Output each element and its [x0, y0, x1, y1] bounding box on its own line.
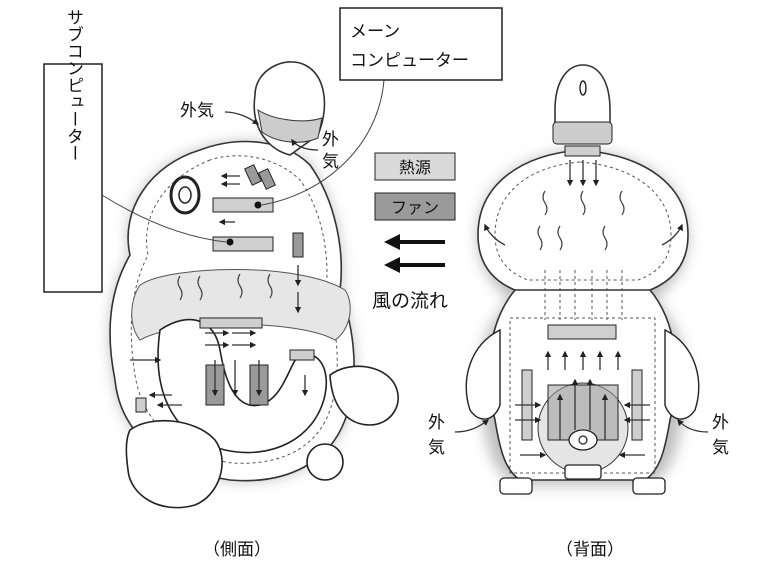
- side-outside-air-label: 外気: [180, 101, 214, 121]
- side-fan-top-1: [244, 164, 262, 186]
- back-view-caption: （背面）: [556, 540, 624, 560]
- side-foot: [125, 419, 223, 509]
- main-computer-label-2: コンピューター: [350, 51, 469, 71]
- side-neck-band: [257, 108, 323, 143]
- side-fan-top-2: [258, 168, 276, 190]
- side-view-robot: [109, 61, 399, 509]
- back-outside-air-left-1: 外: [428, 413, 445, 433]
- legend-heat-swatch: [374, 152, 456, 181]
- side-heat-right: [289, 349, 315, 361]
- side-heat-mid: [199, 317, 263, 329]
- legend-fan-label: ファン: [391, 198, 439, 217]
- side-sub-computer-heat: [212, 236, 274, 252]
- main-computer-leader-line: [261, 79, 385, 206]
- back-right-arm: [664, 328, 700, 420]
- sub-computer-leader-line: [101, 194, 227, 243]
- main-computer-callout-box: [339, 7, 503, 81]
- side-outside-air-label-2a: 外: [322, 130, 339, 150]
- back-neck-band: [552, 121, 613, 145]
- side-hand: [329, 365, 399, 426]
- back-outside-air-left-2: 気: [428, 438, 445, 458]
- side-wheel: [306, 443, 344, 481]
- legend-heat-label: 熱源: [399, 158, 431, 177]
- sub-computer-label: サブコンピューター: [63, 9, 83, 162]
- back-left-arm: [465, 328, 501, 420]
- legend-fan-swatch: [374, 192, 456, 221]
- side-fan-right: [292, 232, 304, 258]
- main-computer-label-1: メーン: [350, 22, 400, 42]
- sub-computer-callout-box: [43, 63, 103, 293]
- side-inner-boundary: [130, 155, 338, 464]
- legend: 熱源 ファン 風の流れ: [372, 152, 456, 312]
- back-heat-top: [547, 324, 617, 340]
- back-outside-air-right-2: 気: [712, 438, 729, 458]
- side-outside-air-label-2b: 気: [322, 152, 339, 172]
- back-outside-air-right-1: 外: [712, 413, 729, 433]
- legend-airflow-label: 風の流れ: [372, 290, 448, 312]
- side-view-caption: （側面）: [203, 540, 271, 560]
- back-view-robot: [465, 64, 700, 495]
- side-heat-left: [135, 397, 147, 413]
